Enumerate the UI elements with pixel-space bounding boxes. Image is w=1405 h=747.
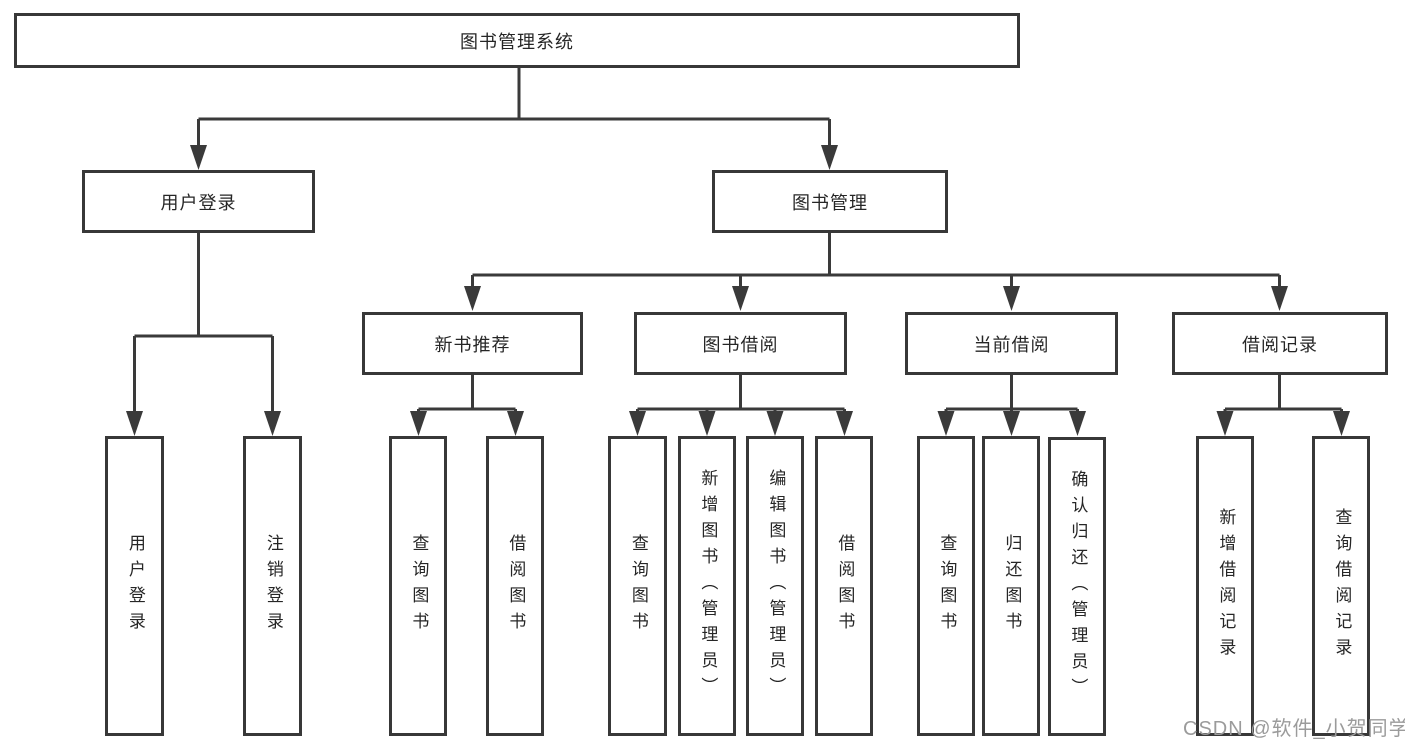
leaf-add-borrow-record: 新增借阅记录 [1196,436,1254,736]
node-borrow-records: 借阅记录 [1172,312,1388,375]
leaf-label: 借阅图书 [506,534,526,638]
leaf-label: 编辑图书（管理员） [766,469,786,703]
node-book-borrow: 图书借阅 [634,312,847,375]
node-current-borrow: 当前借阅 [905,312,1118,375]
leaf-label: 查询借阅记录 [1332,508,1352,664]
leaf-label: 借阅图书 [835,534,855,638]
leaf-label: 查询图书 [409,534,429,638]
leaf-label: 新增图书（管理员） [698,469,718,703]
leaf-label: 注销登录 [263,534,283,638]
leaf-label: 查询图书 [628,534,648,638]
node-user-login: 用户登录 [82,170,315,233]
leaf-logout: 注销登录 [243,436,302,736]
csdn-watermark: CSDN @软件_小贺同学 [1183,718,1405,740]
leaf-label: 新增借阅记录 [1216,508,1236,664]
leaf-label: 归还图书 [1002,534,1022,638]
leaf-confirm-return-admin: 确认归还（管理员） [1048,437,1106,736]
leaf-label: 用户登录 [125,534,145,638]
node-book-management: 图书管理 [712,170,948,233]
leaf-borrow-books-recommend: 借阅图书 [486,436,544,736]
leaf-query-borrow-record: 查询借阅记录 [1312,436,1370,736]
leaf-borrow-books: 借阅图书 [815,436,873,736]
leaf-add-books-admin: 新增图书（管理员） [678,436,736,736]
leaf-query-books-recommend: 查询图书 [389,436,447,736]
node-new-book-recommend: 新书推荐 [362,312,583,375]
leaf-edit-books-admin: 编辑图书（管理员） [746,436,804,736]
leaf-query-books-borrow: 查询图书 [608,436,667,736]
leaf-user-login: 用户登录 [105,436,164,736]
leaf-label: 查询图书 [937,534,957,638]
leaf-return-books: 归还图书 [982,436,1040,736]
node-root: 图书管理系统 [14,13,1020,68]
leaf-query-books-current: 查询图书 [917,436,975,736]
leaf-label: 确认归还（管理员） [1068,469,1088,704]
